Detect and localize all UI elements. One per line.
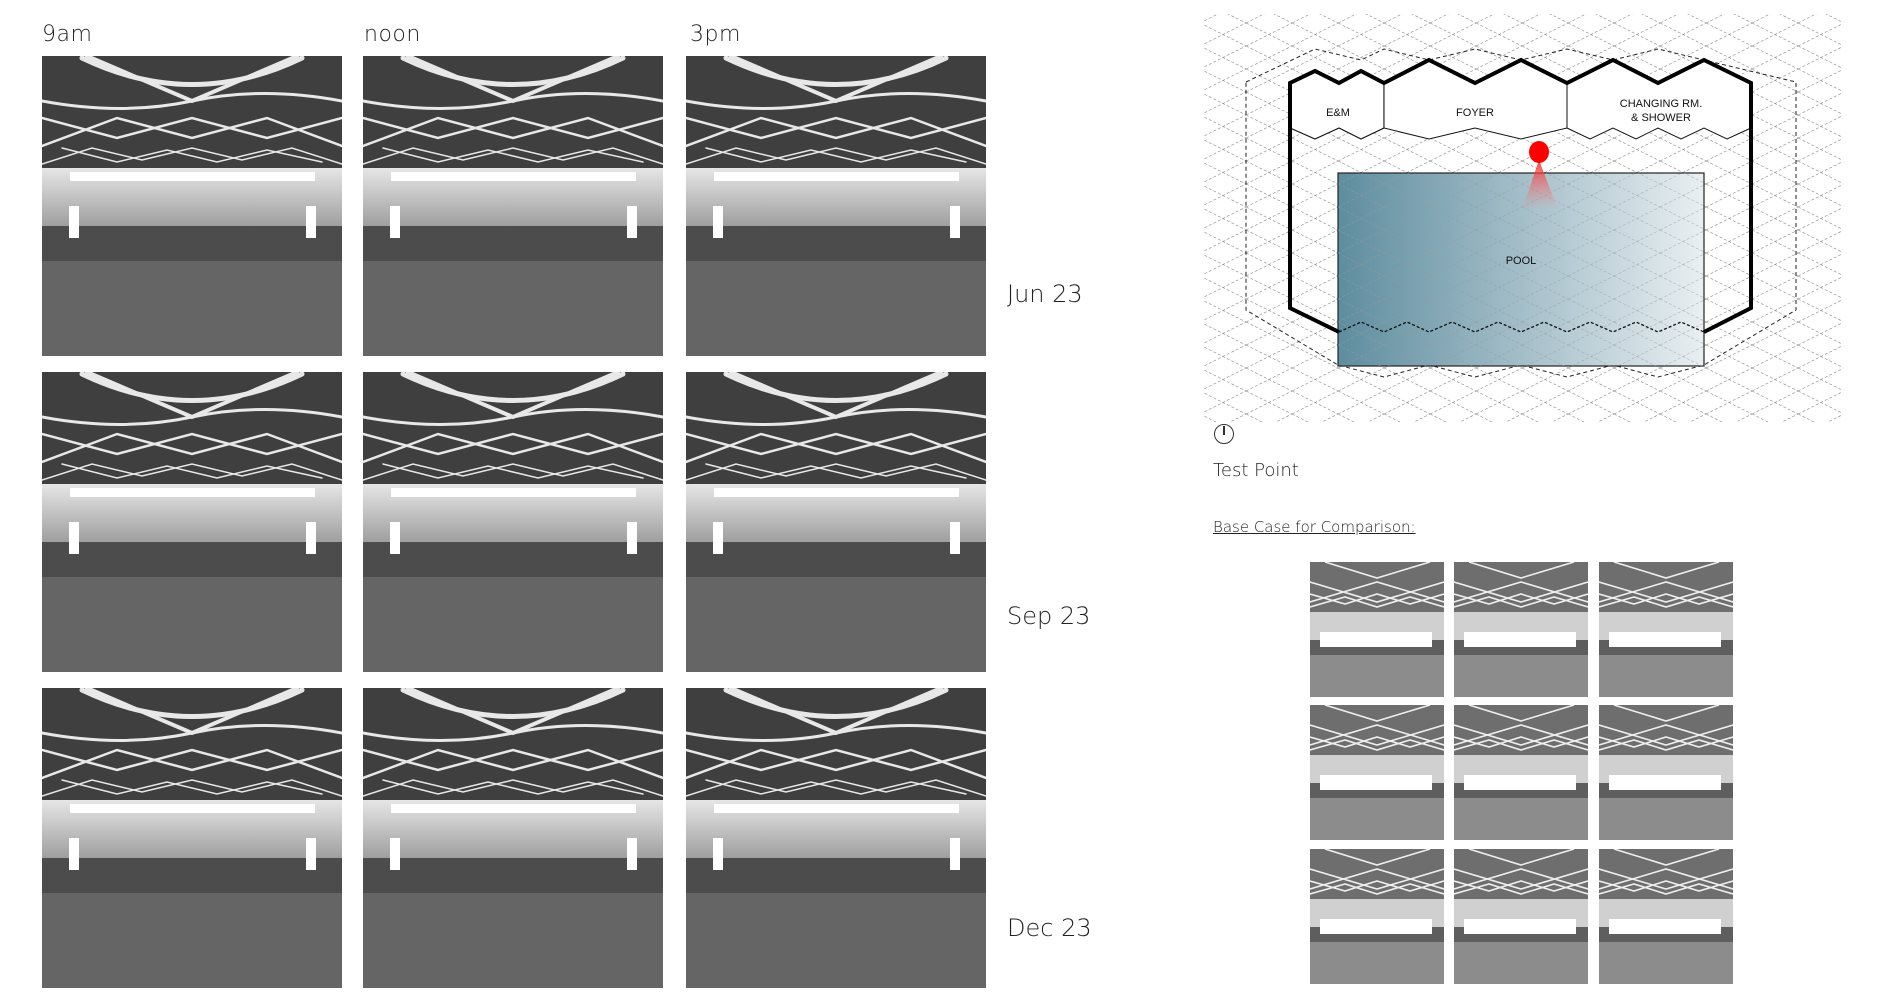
base-case-tile (1454, 705, 1588, 840)
base-case-tile (1599, 849, 1733, 984)
date-label-dec: Dec 23 (1007, 914, 1092, 942)
view-cone (1522, 160, 1558, 210)
label-em: E&M (1326, 107, 1350, 119)
base-case-title: Base Case for Comparison: (1213, 518, 1416, 536)
render-tile (42, 688, 342, 988)
label-changing: CHANGING RM. (1620, 98, 1703, 110)
base-case-tile (1310, 849, 1444, 984)
test-point-label: Test Point (1213, 460, 1299, 481)
render-tile (363, 688, 663, 988)
base-case-tile (1599, 705, 1733, 840)
time-label-3pm: 3pm (690, 22, 741, 47)
time-label-noon: noon (364, 22, 421, 47)
render-tile (686, 56, 986, 356)
render-tile (363, 56, 663, 356)
time-label-9am: 9am (42, 22, 93, 47)
base-case-tile (1310, 705, 1444, 840)
date-label-sep: Sep 23 (1007, 602, 1091, 630)
floor-plan-diagram: E&M FOYER CHANGING RM. & SHOWER POOL (1204, 14, 1842, 422)
building-outline (1288, 57, 1753, 334)
label-pool: POOL (1506, 255, 1537, 267)
base-case-tile (1599, 562, 1733, 697)
render-tile (686, 688, 986, 988)
render-tile (42, 56, 342, 356)
render-tile (363, 372, 663, 672)
compass-icon (1214, 424, 1234, 444)
label-foyer: FOYER (1456, 107, 1494, 119)
render-tile (686, 372, 986, 672)
date-label-jun: Jun 23 (1007, 280, 1083, 308)
site-boundary (1245, 48, 1797, 378)
base-case-tile (1454, 849, 1588, 984)
render-tile (42, 372, 342, 672)
base-case-tile (1454, 562, 1588, 697)
test-point-marker (1529, 141, 1549, 163)
label-shower: & SHOWER (1631, 112, 1691, 124)
base-case-tile (1310, 562, 1444, 697)
